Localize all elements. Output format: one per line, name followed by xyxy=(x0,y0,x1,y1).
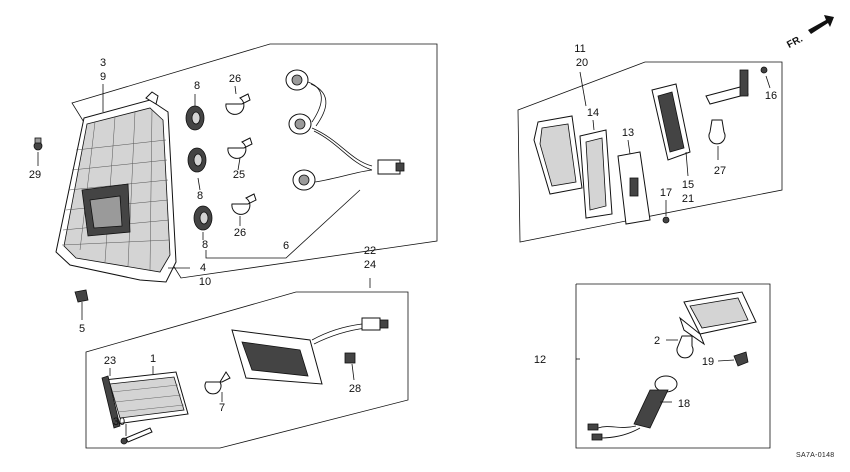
callout-27: 27 xyxy=(714,165,726,177)
callout-8-middle: 8 xyxy=(197,190,203,202)
callout-2: 2 xyxy=(654,335,660,347)
callout-10: 10 xyxy=(199,276,211,288)
front-direction-indicator: FR. xyxy=(785,15,834,51)
group-outline-plate-lamp xyxy=(575,283,771,449)
callout-8-bottom: 8 xyxy=(202,239,208,251)
callout-30: 30 xyxy=(113,416,125,428)
callout-16: 16 xyxy=(765,90,777,102)
callout-21: 21 xyxy=(682,193,694,205)
callout-12: 12 xyxy=(534,354,546,366)
gasket-23 xyxy=(101,375,121,429)
rear-combination-lamp-group: 3 9 8 26 25 8 26 8 6 29 4 10 5 xyxy=(29,43,438,335)
plate-lamp-group: 12 2 19 18 xyxy=(534,283,771,449)
callout-19: 19 xyxy=(702,356,714,368)
callout-22: 22 xyxy=(364,245,376,257)
callout-3: 3 xyxy=(100,57,106,69)
clip-5 xyxy=(74,289,89,303)
socket-18 xyxy=(587,375,678,441)
bulbs xyxy=(225,93,257,215)
side-marker-group: 22 24 23 1 7 30 28 xyxy=(85,245,409,449)
bulb-27 xyxy=(708,119,726,145)
license-lamp-group: 11 20 14 13 17 15 21 16 27 xyxy=(517,43,783,243)
group-outline-license-lamp xyxy=(517,61,783,243)
bracket-16 xyxy=(705,66,768,105)
callout-26-bottom: 26 xyxy=(234,227,246,239)
leader-lines-side-marker xyxy=(109,278,371,436)
fr-arrow-icon xyxy=(808,15,834,34)
callout-9: 9 xyxy=(100,71,106,83)
callout-6: 6 xyxy=(283,240,289,252)
housing-22 xyxy=(231,317,389,385)
callout-23: 23 xyxy=(104,355,116,367)
callout-20: 20 xyxy=(576,57,588,69)
group-outline-side-marker xyxy=(85,291,409,449)
callout-28: 28 xyxy=(349,383,361,395)
screw-17 xyxy=(662,216,670,224)
screw-29 xyxy=(33,137,43,151)
plate-lamp-lens xyxy=(678,291,757,346)
leader-lines-plate-lamp xyxy=(576,339,735,403)
leader-lines-rear-lamp xyxy=(37,84,361,320)
nut-28 xyxy=(344,352,356,364)
screw-30 xyxy=(120,427,153,445)
callout-14: 14 xyxy=(587,107,599,119)
housing-15 xyxy=(651,83,691,161)
callout-1: 1 xyxy=(150,353,156,365)
callout-18: 18 xyxy=(678,398,690,410)
callout-24: 24 xyxy=(364,259,376,271)
callout-11: 11 xyxy=(574,43,585,55)
rear-lamp-housing xyxy=(55,91,177,283)
clip-19 xyxy=(733,351,749,367)
callout-29: 29 xyxy=(29,169,41,181)
callout-5: 5 xyxy=(79,323,85,335)
bulb-2 xyxy=(676,335,694,359)
callout-8-top: 8 xyxy=(194,80,200,92)
callout-26-top: 26 xyxy=(229,73,241,85)
lamp-lens-20 xyxy=(533,115,583,195)
socket-harness-6 xyxy=(285,69,405,191)
bulb-7 xyxy=(204,371,231,395)
base-plate-13 xyxy=(617,151,651,225)
callout-4: 4 xyxy=(200,262,206,274)
callout-25: 25 xyxy=(233,169,245,181)
fr-label: FR. xyxy=(785,33,805,50)
leader-lines-license-lamp xyxy=(579,71,771,216)
callout-15: 15 xyxy=(682,179,694,191)
callout-13: 13 xyxy=(622,127,634,139)
callout-7: 7 xyxy=(219,402,225,414)
callout-17: 17 xyxy=(660,187,672,199)
socket-gaskets xyxy=(185,105,213,231)
drawing-code: SA7A-0148 xyxy=(796,452,835,459)
